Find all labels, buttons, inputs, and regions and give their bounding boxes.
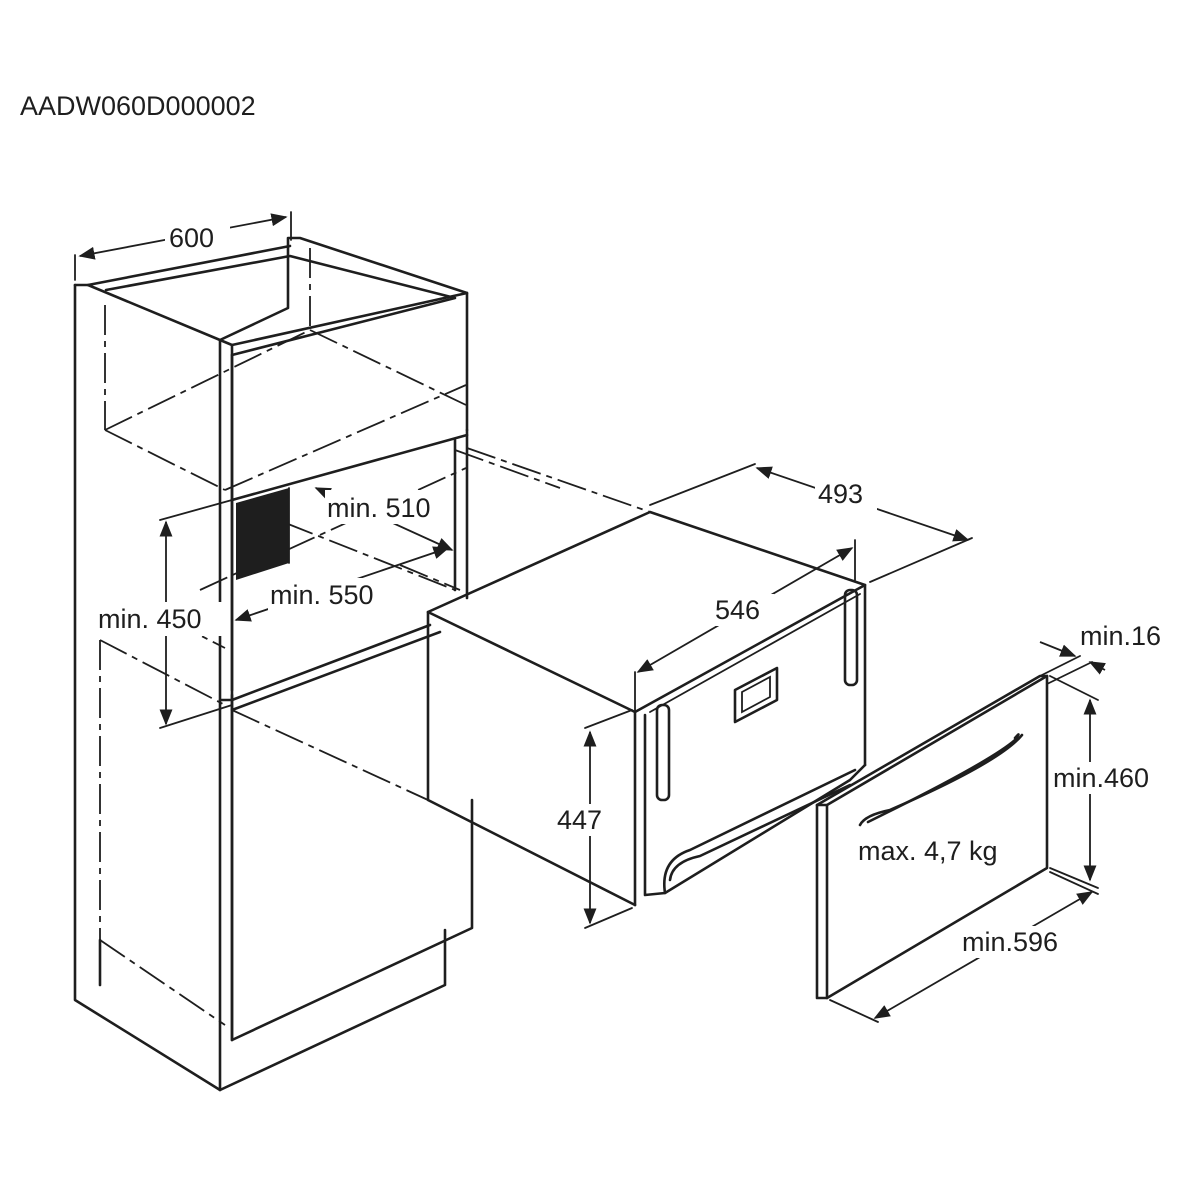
front-dimensions: min.16 min.460 min.596 <box>829 621 1164 1023</box>
dim-niche-height: min. 450 <box>98 604 202 634</box>
cabinet <box>73 236 474 1092</box>
niche-back-shadow <box>236 488 289 580</box>
dim-drawer-depth: 493 <box>818 479 863 509</box>
front-weight-label: max. 4,7 kg <box>858 836 998 866</box>
dim-niche-depth: min. 510 <box>327 493 431 523</box>
cabinet-hidden-edges <box>99 248 467 1026</box>
dim-drawer-height: 447 <box>557 805 602 835</box>
dim-front-width: min.596 <box>962 927 1058 957</box>
model-code: AADW060D000002 <box>20 91 256 121</box>
cabinet-dimensions: 600 min. 510 min. 550 min. 450 <box>74 211 454 729</box>
dim-front-height: min.460 <box>1053 763 1149 793</box>
dim-front-thickness: min.16 <box>1080 621 1161 651</box>
dim-niche-width: min. 550 <box>270 580 374 610</box>
drawer-dimensions: 493 546 447 <box>556 463 973 929</box>
dim-width-600: 600 <box>169 223 214 253</box>
dim-drawer-width: 546 <box>715 595 760 625</box>
cabinet-outline <box>73 236 474 1092</box>
